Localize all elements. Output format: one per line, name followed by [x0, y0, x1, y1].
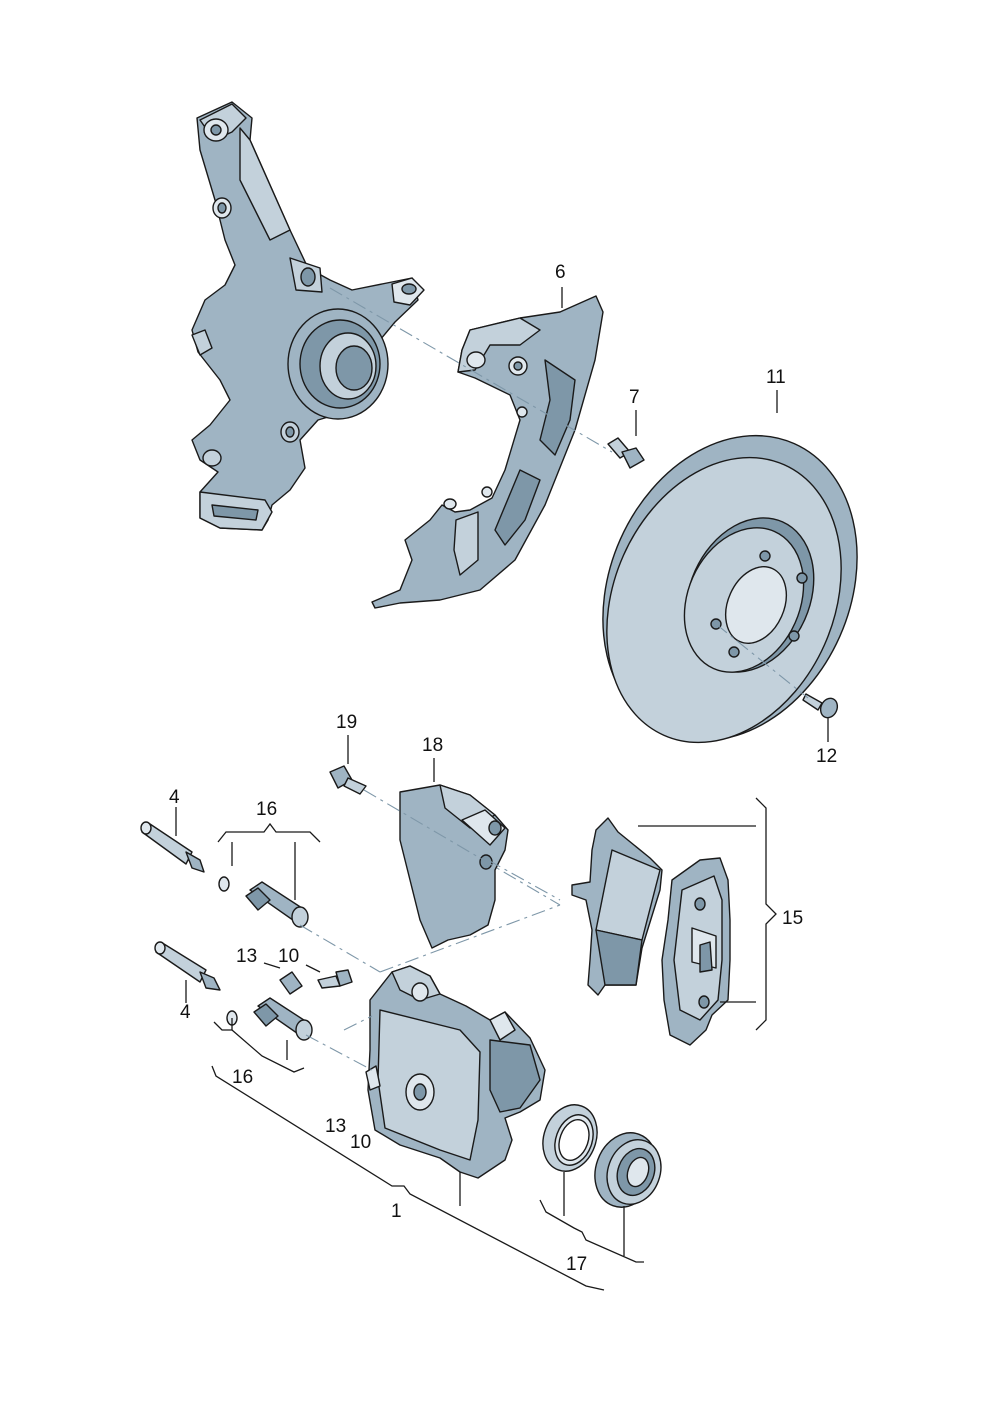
callout-10-lower: 10: [350, 1132, 371, 1153]
disc-screw: [802, 693, 839, 719]
bracket-bolt: [329, 765, 367, 795]
callout-16-upper: 16: [256, 799, 277, 820]
callout-7: 7: [629, 387, 640, 408]
callout-15: 15: [782, 908, 803, 929]
callout-11: 11: [766, 367, 786, 388]
assembly-axes: [299, 287, 809, 1071]
callout-17: 17: [566, 1254, 587, 1275]
shield-bolt: [607, 437, 645, 469]
callout-13-lower: 13: [325, 1116, 346, 1137]
callout-10-upper: 10: [278, 946, 299, 967]
brake-disc: [602, 434, 858, 744]
guide-bushing-lower: [226, 997, 313, 1041]
callout-labels: 6 7 11 12 19 18 4 16 13 10 4 16 13 10 1 …: [169, 262, 837, 1275]
guide-pin-lower: [154, 941, 221, 991]
guide-bushing-upper: [218, 876, 309, 928]
callout-12: 12: [816, 746, 837, 767]
brake-caliper: [365, 965, 546, 1179]
callout-13-upper: 13: [236, 946, 257, 967]
callout-4-lower: 4: [180, 1002, 191, 1023]
bleeder-screw: [317, 969, 353, 989]
guide-pin-upper: [140, 821, 205, 873]
heat-shield: [399, 784, 509, 949]
callout-6: 6: [555, 262, 566, 283]
bleeder-cap: [279, 971, 303, 995]
callout-19: 19: [336, 712, 357, 733]
leader-lines: [175, 287, 829, 1291]
brake-pads: [571, 817, 731, 1046]
callout-16-lower: 16: [232, 1067, 253, 1088]
piston-boot: [594, 1132, 662, 1208]
callout-1: 1: [391, 1201, 402, 1222]
callout-18: 18: [422, 735, 443, 756]
steering-knuckle: [191, 101, 425, 531]
splash-shield: [371, 295, 604, 609]
callout-4-upper: 4: [169, 787, 180, 808]
piston-seal: [542, 1104, 598, 1172]
